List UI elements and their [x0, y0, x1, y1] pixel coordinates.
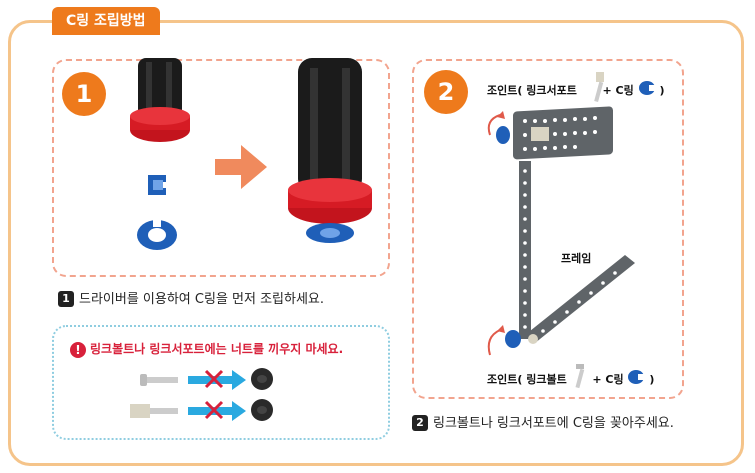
- joint-bolt-label: 조인트( 링크볼트 + C링 ): [487, 371, 654, 387]
- link-support-icon: [130, 404, 178, 418]
- joint-support-label-b: + C링: [602, 84, 634, 97]
- step2-caption-text: 링크볼트나 링크서포트에 C링을 꽂아주세요.: [433, 416, 674, 431]
- joint-bolt-label-c: ): [649, 373, 655, 386]
- page-title: C링 조립방법: [52, 7, 160, 35]
- c-ring-small-icon: [148, 175, 171, 195]
- warning-text-c: 를 끼우지 마세요.: [252, 342, 344, 356]
- warning-text: ! 링크볼트나 링크서포트에는 너트를 끼우지 마세요.: [70, 340, 343, 358]
- step1-badge: 1: [62, 72, 106, 116]
- step1-caption: 1 드라이버를 이용하여 C링을 먼저 조립하세요.: [58, 288, 324, 308]
- joint-bolt-label-a: 조인트( 링크볼트: [487, 373, 567, 386]
- step1-caption-text: 드라이버를 이용하여 C링을 먼저 조립하세요.: [79, 292, 325, 307]
- outer-frame: [8, 20, 744, 466]
- frame-assembly-image: [487, 106, 635, 356]
- joint-support-label-a: 조인트( 링크서포트: [487, 84, 577, 97]
- step2-caption-number: 2: [412, 414, 428, 431]
- step2-panel: [412, 59, 684, 399]
- frame-label: 프레임: [561, 252, 592, 265]
- step1-caption-number: 1: [58, 290, 74, 307]
- nut-icon: [251, 368, 273, 390]
- nut-icon-2: [251, 399, 273, 421]
- joint-bolt-label-b: + C링: [592, 373, 624, 386]
- screwdriver-assembled-image: [288, 58, 372, 243]
- step2-caption: 2 링크볼트나 링크서포트에 C링을 꽂아주세요.: [412, 412, 674, 432]
- step2-badge: 2: [424, 70, 468, 114]
- right-arrow-icon: [215, 145, 267, 189]
- step1-panel: [52, 59, 390, 277]
- warning-text-a: 링크볼트나 링크서포트에는: [90, 342, 231, 356]
- warning-icon: !: [70, 341, 86, 358]
- warning-panel: [52, 325, 390, 440]
- c-ring-top-icon: [639, 81, 656, 95]
- joint-support-label-c: ): [659, 84, 665, 97]
- link-bolt-small-icon: [575, 364, 585, 389]
- warning-text-nut: 너트: [230, 342, 253, 356]
- c-ring-large-icon: [137, 217, 177, 250]
- link-support-small-icon: [594, 72, 604, 103]
- cross-icon-2: [204, 400, 224, 420]
- link-bolt-icon: [140, 374, 178, 386]
- screwdriver-with-ring-image: [130, 58, 190, 142]
- cross-icon: [204, 369, 224, 389]
- c-ring-bottom-icon: [628, 370, 645, 384]
- joint-support-label: 조인트( 링크서포트 + C링 ): [487, 82, 664, 98]
